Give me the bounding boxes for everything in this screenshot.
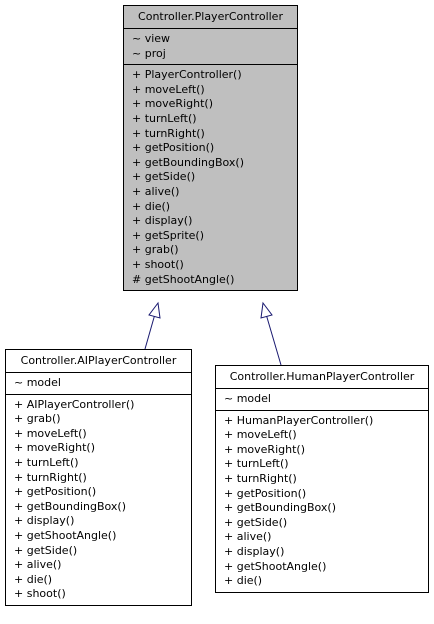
- method-item: + getSide(): [132, 170, 196, 184]
- method-item: + moveRight(): [224, 442, 305, 456]
- attributes-section: ~ model: [216, 389, 428, 411]
- method-item: + moveLeft(): [224, 428, 297, 442]
- arrowhead-human-to-player: [260, 301, 273, 319]
- method-item: + grab(): [14, 412, 61, 426]
- method-item: + turnLeft(): [224, 457, 289, 471]
- method-item: + display(): [224, 544, 285, 558]
- method-item: + alive(): [132, 184, 180, 198]
- method-item: + shoot(): [14, 587, 66, 601]
- method-item: + getPosition(): [132, 141, 215, 155]
- method-item: + turnRight(): [132, 126, 205, 140]
- method-item: + getShootAngle(): [14, 528, 117, 542]
- method-item: + getSide(): [14, 543, 78, 557]
- method-item: + die(): [14, 572, 53, 586]
- method-item: + alive(): [14, 558, 62, 572]
- method-item: + turnRight(): [224, 471, 297, 485]
- class-title: Controller.AIPlayerController: [6, 350, 191, 373]
- attribute-item: ~ model: [224, 392, 271, 405]
- method-item: + getBoundingBox(): [224, 501, 337, 515]
- method-item: + turnLeft(): [14, 455, 79, 469]
- method-item: + AIPlayerController(): [14, 397, 135, 411]
- method-item: + display(): [14, 514, 75, 528]
- method-item: + getPosition(): [14, 485, 97, 499]
- attribute-item: ~ view: [132, 32, 171, 45]
- method-item: + die(): [132, 199, 171, 213]
- method-item: + alive(): [224, 530, 272, 544]
- class-title: Controller.HumanPlayerController: [216, 366, 428, 389]
- class-ai-player-controller: Controller.AIPlayerController ~ model + …: [5, 349, 192, 606]
- method-item: + shoot(): [132, 257, 184, 271]
- method-item: + die(): [224, 574, 263, 588]
- method-item: + moveLeft(): [132, 82, 205, 96]
- attributes-section: ~ model: [6, 373, 191, 395]
- method-item: + turnRight(): [14, 470, 87, 484]
- edge-human-to-player: [265, 313, 282, 366]
- method-item: + PlayerController(): [132, 68, 242, 82]
- method-item: + grab(): [132, 243, 179, 257]
- method-item: + getShootAngle(): [224, 559, 327, 573]
- method-item: + moveRight(): [132, 97, 213, 111]
- class-human-player-controller: Controller.HumanPlayerController ~ model…: [215, 365, 429, 593]
- attribute-item: ~ proj: [132, 46, 166, 60]
- attribute-item: ~ model: [14, 376, 61, 389]
- method-item: + getBoundingBox(): [132, 155, 245, 169]
- attributes-section: ~ view~ proj: [124, 29, 297, 66]
- methods-section: + PlayerController()+ moveLeft()+ moveRi…: [124, 65, 297, 290]
- edge-ai-to-player: [144, 313, 156, 350]
- methods-section: + AIPlayerController()+ grab()+ moveLeft…: [6, 395, 191, 605]
- method-item: + HumanPlayerController(): [224, 413, 374, 427]
- method-item: + display(): [132, 214, 193, 228]
- class-player-controller: Controller.PlayerController ~ view~ proj…: [123, 5, 298, 292]
- class-title: Controller.PlayerController: [124, 6, 297, 29]
- method-item: + getBoundingBox(): [14, 499, 127, 513]
- method-item: + getSide(): [224, 515, 288, 529]
- method-item: + getSprite(): [132, 228, 204, 242]
- method-item: # getShootAngle(): [132, 272, 235, 286]
- arrowhead-ai-to-player: [148, 301, 161, 319]
- method-item: + moveLeft(): [14, 426, 87, 440]
- method-item: + getPosition(): [224, 486, 307, 500]
- methods-section: + HumanPlayerController()+ moveLeft()+ m…: [216, 411, 428, 592]
- method-item: + turnLeft(): [132, 111, 197, 125]
- method-item: + moveRight(): [14, 441, 95, 455]
